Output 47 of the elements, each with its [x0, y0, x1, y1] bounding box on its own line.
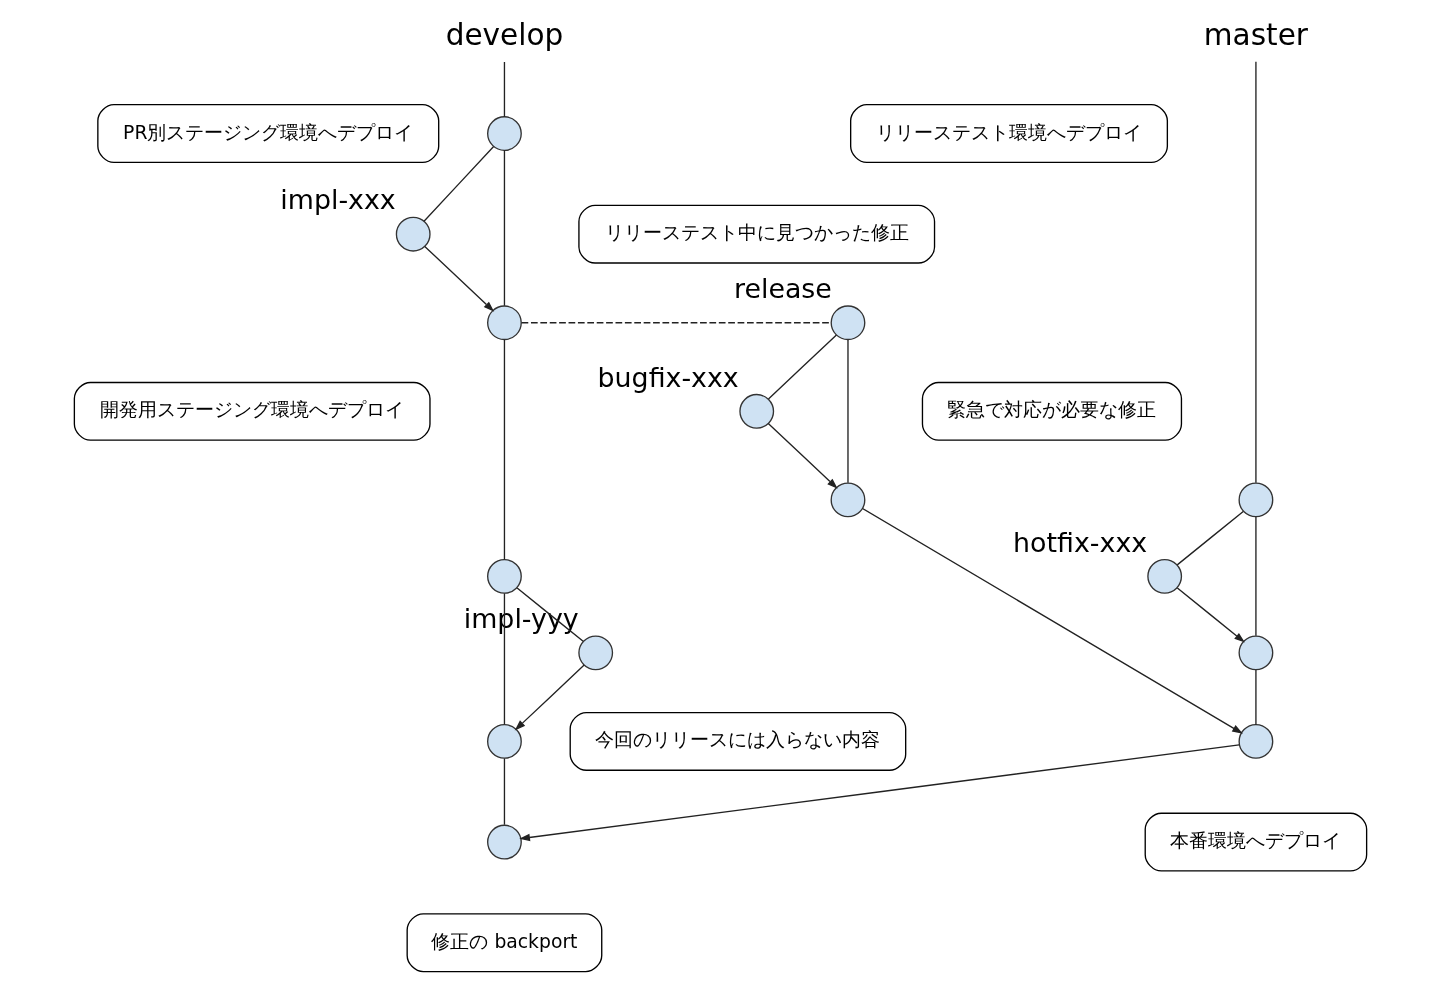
connector	[503, 61, 505, 118]
node-box: 修正の backport	[406, 913, 602, 973]
node-box: 本番環境へデプロイ	[1144, 812, 1367, 872]
node-box: リリーステスト環境へデプロイ	[849, 104, 1168, 164]
node-label: impl-xxx	[279, 184, 396, 216]
arrow	[1176, 587, 1245, 643]
node-circle	[486, 724, 522, 759]
connector	[520, 322, 831, 324]
node-circle	[395, 216, 431, 252]
node-circle	[486, 305, 522, 341]
node-box: リリーステスト中に見つかった修正	[577, 204, 935, 264]
connector	[846, 339, 849, 484]
node-label: hotfix-xxx	[1012, 526, 1147, 558]
node-circle	[577, 635, 613, 671]
node-circle	[738, 393, 774, 429]
node-circle	[1146, 558, 1182, 594]
node-box: 緊急で対応が必要な修正	[921, 381, 1182, 441]
connector	[422, 145, 494, 222]
arrow	[861, 507, 1243, 734]
node-label: bugfix-xxx	[597, 361, 739, 393]
connector	[1254, 669, 1257, 726]
connector	[503, 592, 505, 725]
node-circle	[486, 824, 522, 860]
node-circle	[486, 558, 522, 594]
node-box: PR別ステージング環境へデプロイ	[96, 104, 439, 164]
node-circle	[486, 116, 522, 151]
node-box: 今回のリリースには入らない内容	[569, 711, 906, 771]
connector	[503, 149, 505, 307]
connector	[503, 757, 505, 826]
node-circle	[830, 482, 865, 518]
node-label: release	[733, 272, 832, 304]
node-box: 開発用ステージング環境へデプロイ	[73, 381, 431, 441]
node-text: master	[1203, 18, 1308, 53]
node-circle	[1238, 635, 1273, 671]
arrow	[423, 245, 494, 312]
arrow	[514, 664, 585, 731]
connector	[1254, 61, 1257, 484]
connector	[767, 334, 837, 400]
node-circle	[1238, 724, 1273, 759]
arrow	[518, 744, 1240, 842]
connector	[1176, 510, 1244, 566]
node-text: develop	[445, 18, 563, 53]
arrow	[767, 422, 838, 489]
node-circle	[1238, 482, 1273, 518]
connector	[1254, 516, 1257, 637]
node-circle	[830, 305, 865, 341]
connector	[503, 339, 505, 561]
